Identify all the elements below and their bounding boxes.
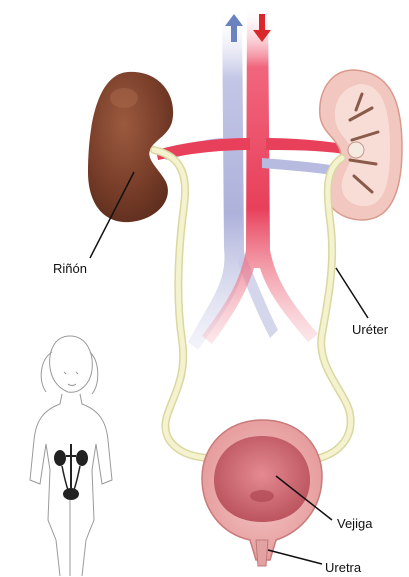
human-urinary-mini: [54, 444, 88, 500]
left-kidney: [88, 72, 173, 222]
bladder: [202, 420, 322, 560]
kidney-label: Riñón: [53, 262, 87, 275]
urethra-leader-line: [268, 550, 322, 564]
bladder-label: Vejiga: [337, 517, 372, 530]
ureter-label: Uréter: [352, 323, 388, 336]
urethra: [256, 540, 268, 566]
urethra-label: Uretra: [325, 561, 361, 574]
ureter-leader-line: [336, 268, 368, 318]
